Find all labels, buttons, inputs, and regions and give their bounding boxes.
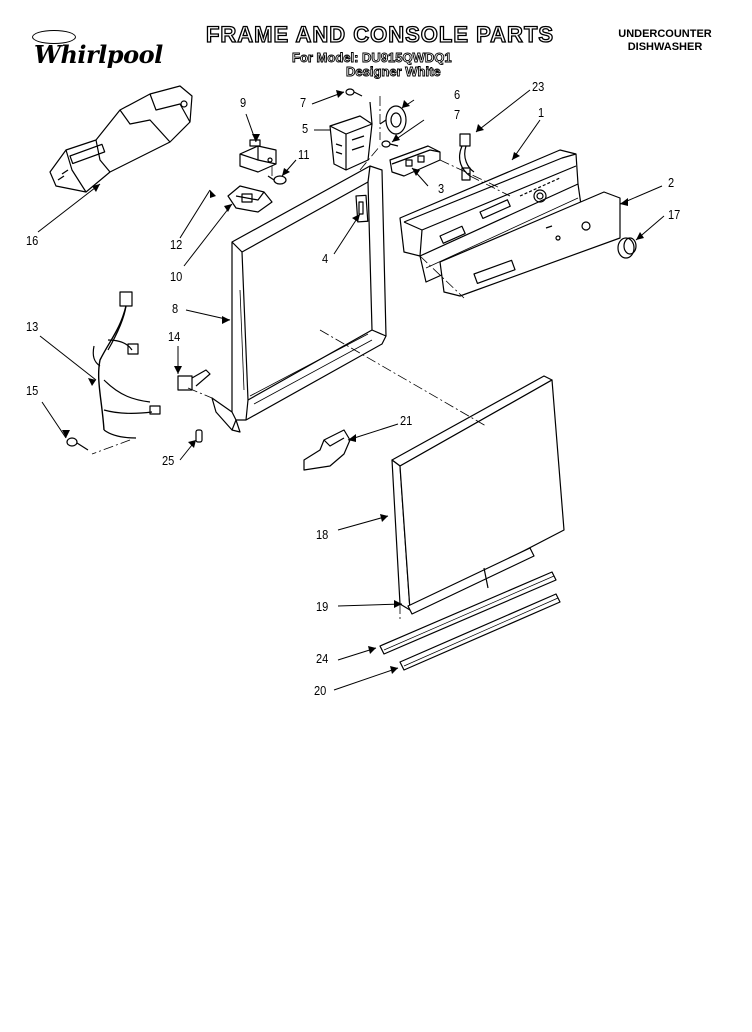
- whirlpool-logo: Whirlpool: [24, 30, 164, 76]
- callout-19: 19: [316, 599, 329, 614]
- logo-badge-icon: [32, 30, 76, 44]
- callout-21: 21: [400, 413, 413, 428]
- callout-17: 17: [668, 207, 681, 222]
- callout-13: 13: [26, 319, 39, 334]
- callout-7a: 7: [300, 95, 307, 110]
- part-5-module: [329, 101, 373, 171]
- callout-18: 18: [316, 527, 329, 542]
- product-type-line2: DISHWASHER: [627, 41, 703, 53]
- part-7-screws: [345, 88, 399, 148]
- callout-1: 1: [538, 105, 545, 120]
- callout-12: 12: [170, 237, 183, 252]
- part-20-strip: [399, 593, 561, 671]
- callout-2: 2: [668, 175, 675, 190]
- callout-6: 6: [454, 87, 461, 102]
- product-type: UNDERCOUNTER DISHWASHER: [600, 28, 730, 54]
- part-14-connector: [177, 369, 211, 391]
- callout-11: 11: [298, 147, 310, 162]
- callout-9: 9: [240, 95, 247, 110]
- callout-20: 20: [314, 683, 327, 698]
- product-type-line1: UNDERCOUNTER: [618, 28, 712, 40]
- part-19-trim: [407, 547, 535, 615]
- assembly-lines: [91, 96, 511, 620]
- model-number: For Model: DU915QWDQ1: [292, 50, 453, 66]
- callout-3: 3: [438, 181, 445, 196]
- part-15-screw: [66, 437, 89, 451]
- part-18-panel: [391, 375, 565, 611]
- part-10-bracket: [227, 185, 273, 213]
- brand-name: Whirlpool: [34, 40, 163, 69]
- arrowheads: [62, 90, 644, 674]
- callout-15: 15: [26, 383, 39, 398]
- callout-24: 24: [316, 651, 329, 666]
- part-24-strip: [379, 571, 557, 655]
- leader-lines: [37, 89, 665, 691]
- part-13-harness: [92, 291, 161, 439]
- callout-8: 8: [172, 301, 179, 316]
- callout-10: 10: [170, 269, 183, 284]
- part-17-knob: [617, 237, 637, 259]
- part-6-knob: [379, 105, 407, 135]
- callout-7b: 7: [454, 107, 461, 122]
- page-title: FRAME AND CONSOLE PARTS: [205, 21, 555, 47]
- callout-25: 25: [162, 453, 175, 468]
- part-11-clip: [267, 175, 287, 185]
- callout-16: 16: [26, 233, 39, 248]
- callout-23: 23: [532, 79, 545, 94]
- callout-5: 5: [302, 121, 309, 136]
- part-8-frame: [211, 165, 387, 433]
- model-variant: Designer White: [346, 64, 442, 80]
- part-25-clip: [195, 429, 203, 443]
- part-2-overlay: [439, 191, 621, 297]
- part-16-housing: [49, 85, 193, 193]
- callout-4: 4: [322, 251, 329, 266]
- part-23-connector: [458, 133, 475, 181]
- part-9-switch: [239, 139, 277, 173]
- callout-14: 14: [168, 329, 181, 344]
- part-21-bracket: [303, 429, 351, 471]
